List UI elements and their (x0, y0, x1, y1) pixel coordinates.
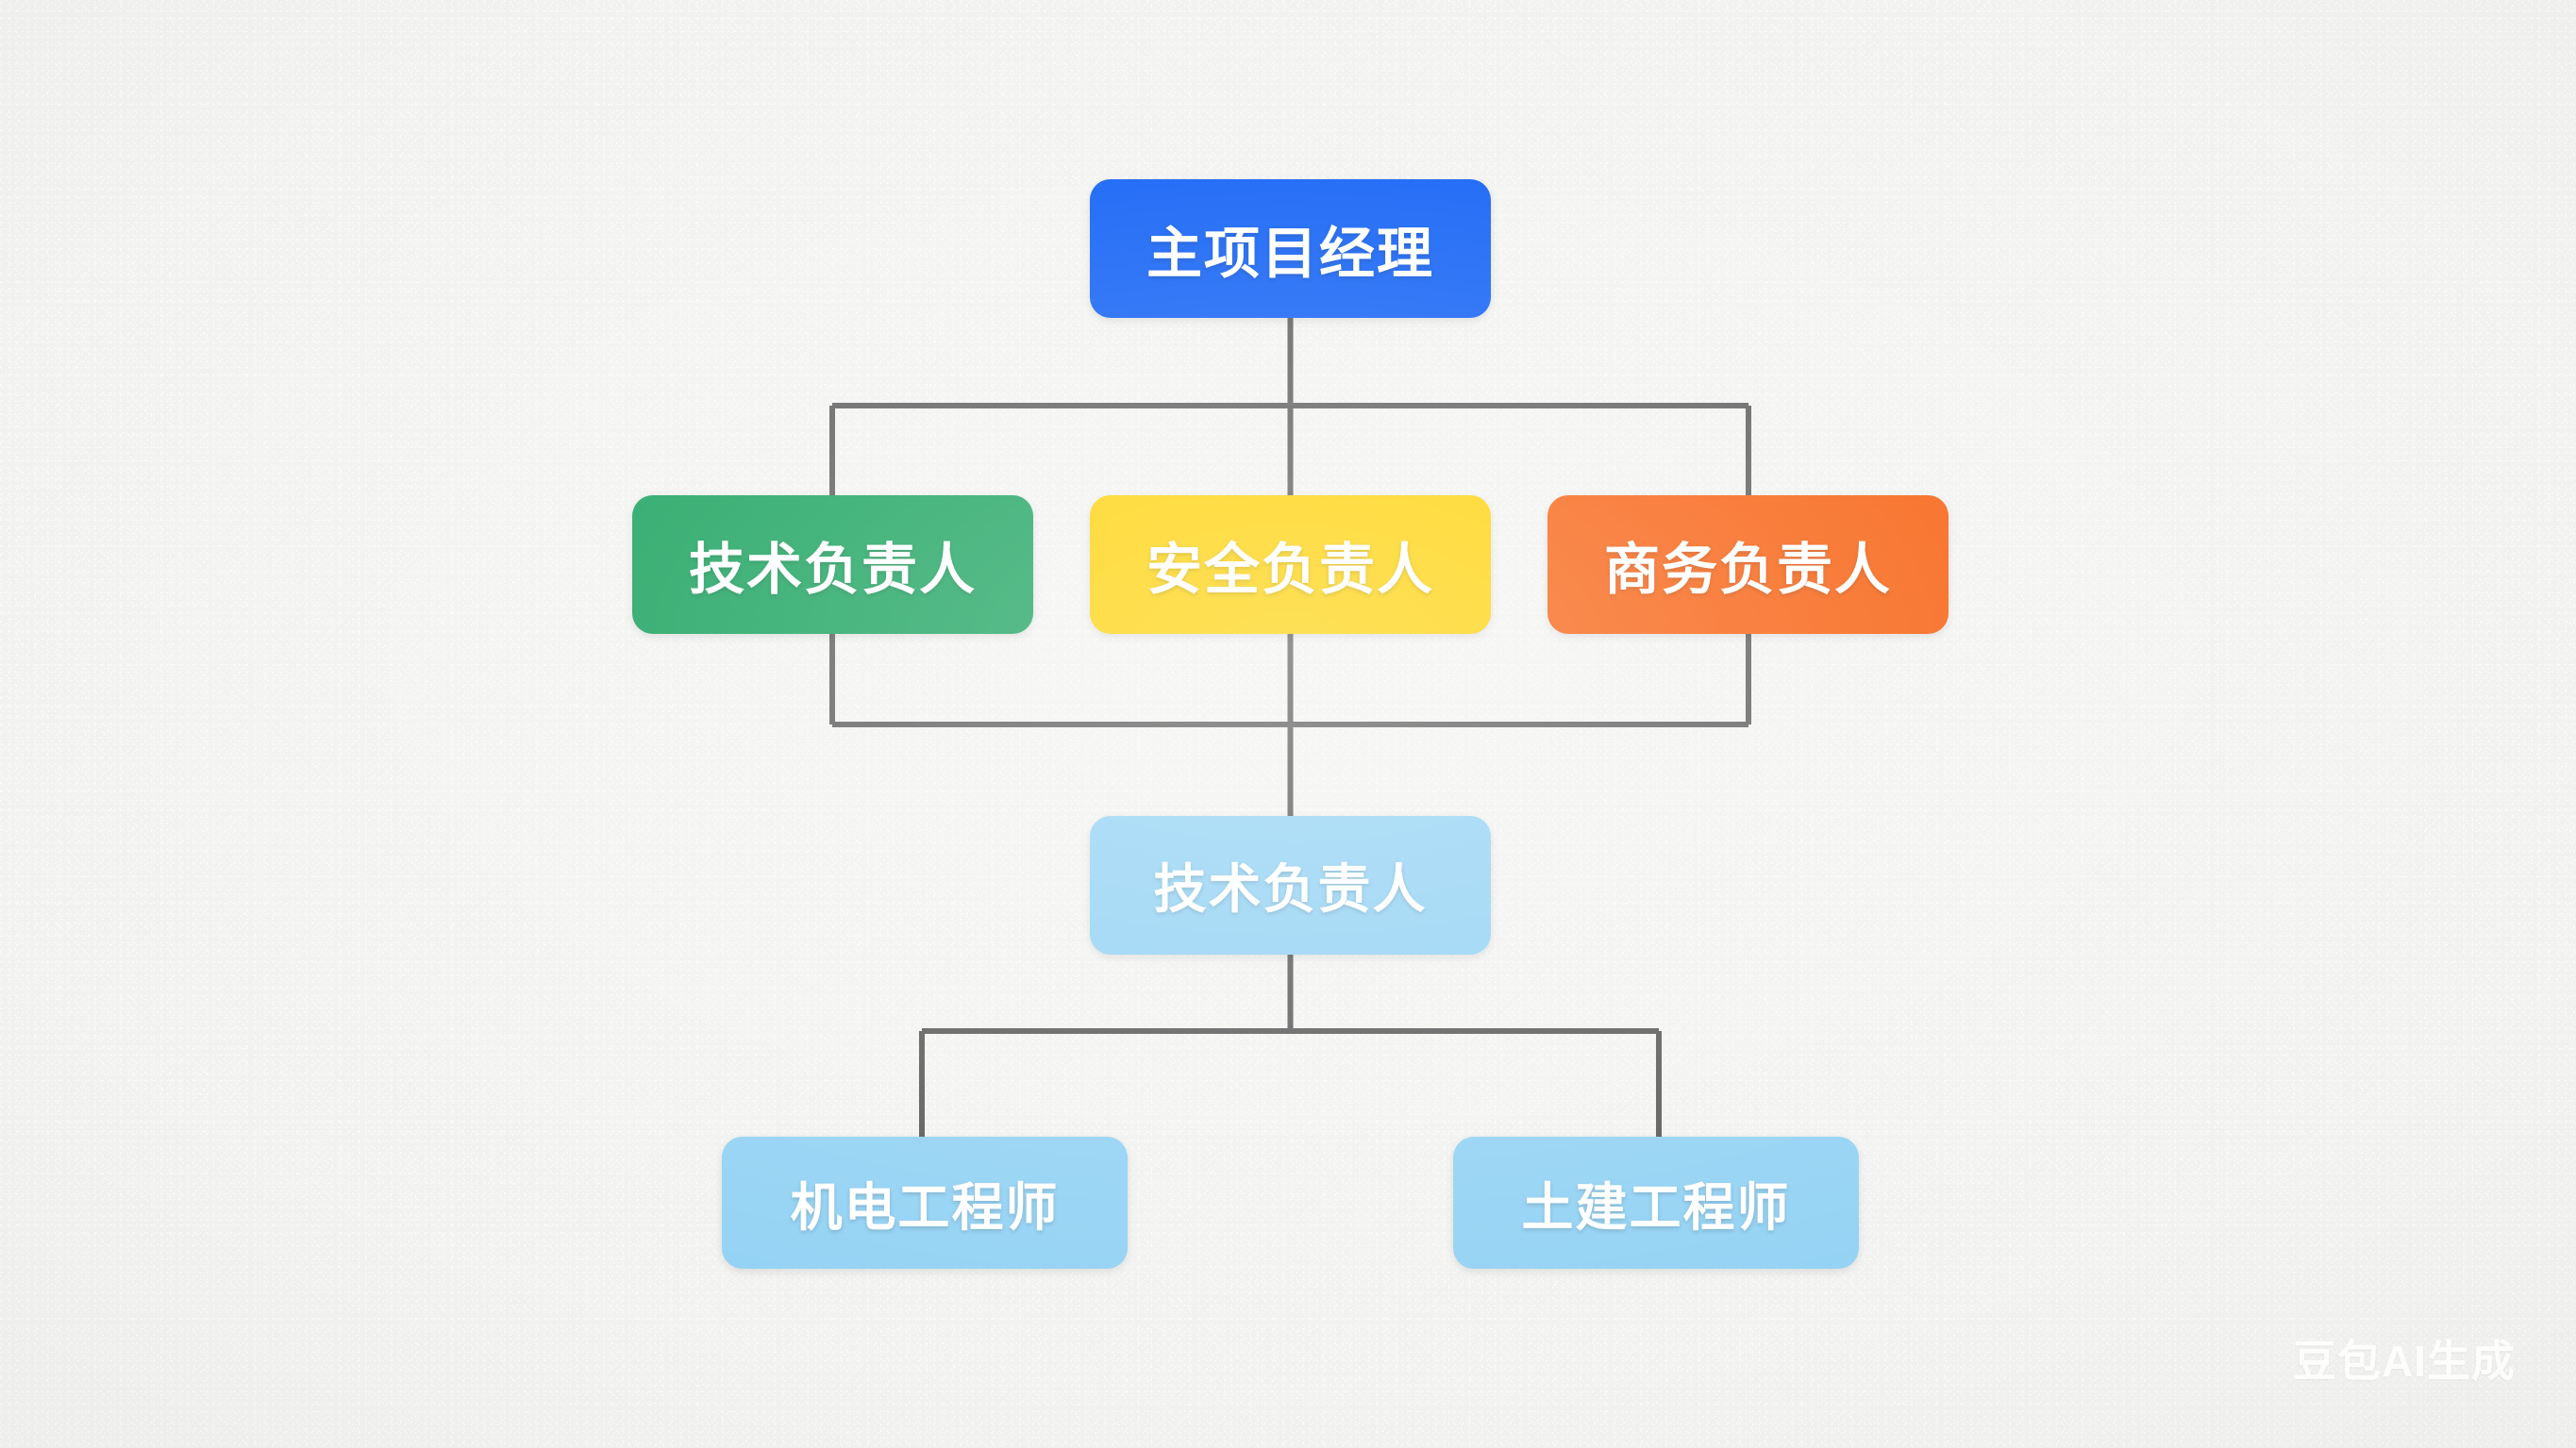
node-main-project-manager[interactable]: 主项目经理 (1090, 179, 1491, 318)
node-technical-director-sub[interactable]: 技术负责人 (1090, 816, 1491, 955)
watermark-label: 豆包AI生成 (2293, 1337, 2516, 1386)
node-safety-director[interactable]: 安全负责人 (1090, 495, 1491, 634)
node-commercial-director[interactable]: 商务负责人 (1547, 495, 1949, 634)
node-civil-engineer[interactable]: 土建工程师 (1453, 1137, 1859, 1269)
node-electromechanical-engineer[interactable]: 机电工程师 (722, 1137, 1128, 1269)
node-technical-director[interactable]: 技术负责人 (632, 495, 1033, 634)
